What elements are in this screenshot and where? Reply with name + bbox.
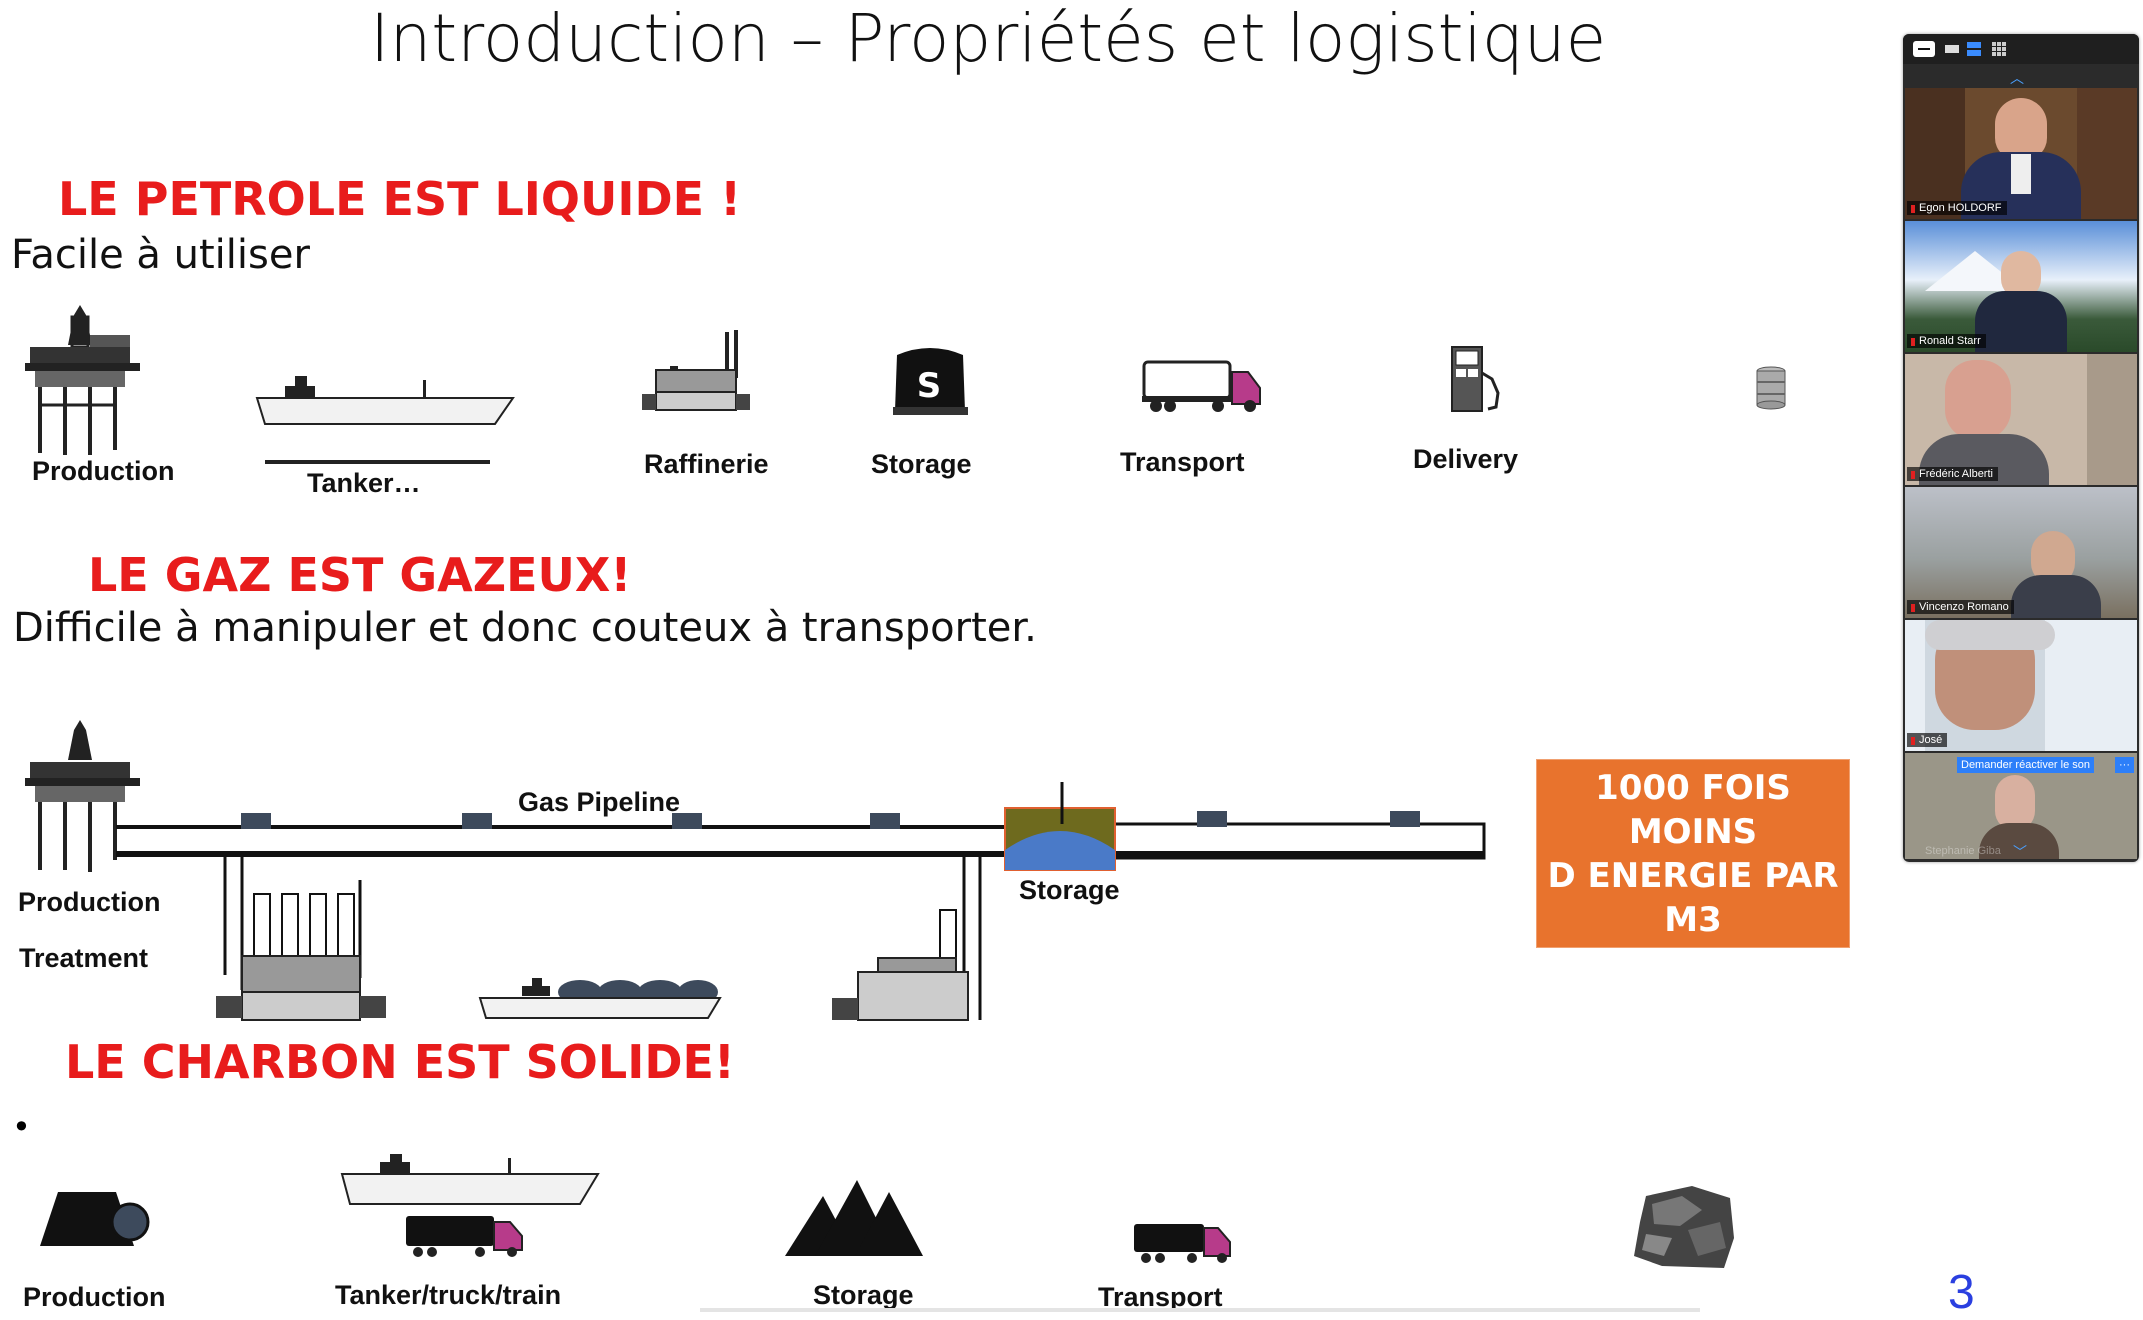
unmute-request-bar: Demander réactiver le son ··· <box>1905 757 2137 775</box>
petrole-production-label: Production <box>32 456 175 487</box>
energy-callout-line: M3 <box>1537 898 1849 942</box>
gaz-subtitle: Difficile à manipuler et donc couteux à … <box>13 605 1037 651</box>
slide-bottom-edge <box>700 1308 1700 1312</box>
participant-tile[interactable]: Ronald Starr <box>1905 221 2137 352</box>
gaz-production-label: Production <box>18 887 161 918</box>
tanker-ship-icon <box>255 372 515 467</box>
energy-callout-line: 1000 FOIS MOINS <box>1537 766 1849 854</box>
petrole-heading: LE PETROLE EST LIQUIDE ! <box>58 172 741 226</box>
more-options-button[interactable]: ··· <box>2115 757 2134 773</box>
fuel-pump-icon <box>1448 345 1503 413</box>
participant-name: Vincenzo Romano <box>1907 600 2014 614</box>
petrole-delivery-label: Delivery <box>1413 444 1518 475</box>
unmute-request-button[interactable]: Demander réactiver le son <box>1957 757 2094 773</box>
participant-name: Ronald Starr <box>1907 334 1986 348</box>
slide-title: Introduction – Propriétés et logistique <box>370 0 1606 77</box>
coal-production-icon <box>38 1190 153 1248</box>
gas-pipeline-label: Gas Pipeline <box>518 787 680 818</box>
speaker-view-icon[interactable] <box>1945 41 1959 57</box>
petrole-transport-label: Transport <box>1120 447 1245 478</box>
scroll-up-icon[interactable]: ︿ <box>2010 68 2024 88</box>
petrole-tanker-label: Tanker… <box>307 468 421 499</box>
energy-callout-box: 1000 FOIS MOINS D ENERGIE PAR M3 <box>1536 759 1850 948</box>
participant-tile[interactable]: José <box>1905 620 2137 751</box>
participant-name: Stephanie Giba <box>1925 845 2001 857</box>
coal-lump-icon <box>1632 1186 1737 1270</box>
gallery-view-icon[interactable] <box>1991 41 2007 57</box>
video-participants-panel: ︿ Egon HOLDORF Ronald Starr Frédéric Alb… <box>1903 34 2139 862</box>
charbon-heading: LE CHARBON EST SOLIDE! <box>65 1035 735 1089</box>
coal-truck-icon <box>1132 1218 1232 1264</box>
petrole-storage-label: Storage <box>871 449 972 480</box>
charbon-storage-label: Storage <box>813 1280 914 1311</box>
petrole-raffinerie-label: Raffinerie <box>644 449 769 480</box>
oil-platform-icon <box>20 305 145 455</box>
strip-view-icon[interactable] <box>1967 41 1983 57</box>
barrel-icon <box>1755 366 1787 410</box>
truck-icon <box>1140 358 1265 415</box>
minimize-icon[interactable] <box>1913 41 1935 57</box>
coal-tanker-truck-icon <box>340 1150 600 1260</box>
participant-name: Frédéric Alberti <box>1907 467 1998 481</box>
charbon-bullet: • <box>12 1108 31 1146</box>
gaz-storage-label: Storage <box>1019 875 1120 906</box>
petrole-subtitle: Facile à utiliser <box>11 232 310 278</box>
participant-name: Egon HOLDORF <box>1907 201 2007 215</box>
panel-toolbar <box>1903 34 2139 64</box>
participant-name: José <box>1907 733 1947 747</box>
gaz-treatment-label: Treatment <box>19 943 148 974</box>
charbon-production-label: Production <box>23 1282 166 1313</box>
energy-callout-line: D ENERGIE PAR <box>1537 854 1849 898</box>
participant-tile[interactable]: Egon HOLDORF <box>1905 88 2137 219</box>
participant-tile[interactable]: Frédéric Alberti <box>1905 354 2137 485</box>
scroll-down-icon[interactable]: ﹀ <box>2013 842 2027 862</box>
gas-pipeline-diagram <box>20 720 1490 1030</box>
storage-tank-icon: S <box>893 345 968 417</box>
refinery-icon <box>642 330 754 415</box>
coal-storage-icon <box>785 1178 925 1258</box>
participant-tile[interactable]: Vincenzo Romano <box>1905 487 2137 618</box>
gaz-heading: LE GAZ EST GAZEUX! <box>88 548 631 602</box>
svg-text:S: S <box>917 366 942 406</box>
charbon-tanker-label: Tanker/truck/train <box>335 1280 561 1311</box>
